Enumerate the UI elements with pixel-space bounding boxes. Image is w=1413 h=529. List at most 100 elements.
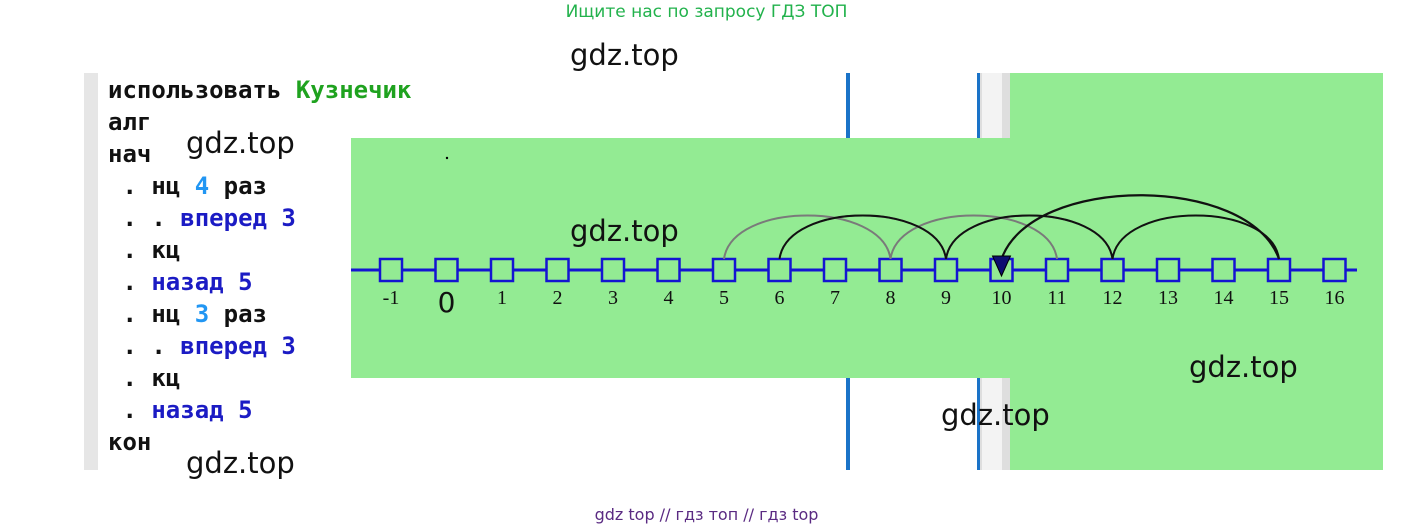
tick-label-6: 6 <box>775 287 785 309</box>
cell-5 <box>711 257 737 283</box>
keyword-loop: нц <box>151 300 181 328</box>
watermark-1: gdz.top <box>570 38 679 72</box>
tick-label-12: 12 <box>1103 287 1123 309</box>
tick-label-7: 7 <box>830 287 840 309</box>
cell--1 <box>378 257 404 283</box>
tick-label-0: 0 <box>438 286 456 319</box>
code-line-10: . кц <box>108 362 411 394</box>
code-line-4: . нц 4 раз <box>108 170 411 202</box>
tick-label-13: 13 <box>1158 287 1178 309</box>
editor-gutter <box>84 73 98 470</box>
cell-11 <box>1044 257 1070 283</box>
tick-label-14: 14 <box>1214 287 1234 309</box>
cell-0 <box>434 257 459 283</box>
code-line-7: . назад 5 <box>108 266 411 298</box>
tick-label-10: 10 <box>992 287 1012 309</box>
watermark-6: gdz.top <box>186 446 295 480</box>
stray-dot <box>445 156 449 160</box>
code-editor[interactable]: использовать Кузнечик алг нач . нц 4 раз… <box>108 74 411 458</box>
tick-label-11: 11 <box>1047 287 1066 309</box>
watermark-3: gdz.top <box>570 214 679 248</box>
command-back: назад <box>151 268 224 296</box>
cell-12 <box>1100 257 1125 283</box>
top-banner: Ищите нас по запросу ГДЗ ТОП <box>565 2 848 22</box>
indent-dot: . <box>122 396 137 424</box>
keyword-loop: нц <box>151 172 181 200</box>
jump-arc-first-0 <box>723 214 892 260</box>
tick-label-2: 2 <box>553 287 563 309</box>
keyword-use: использовать <box>108 76 282 104</box>
code-line-2: алг <box>108 106 411 138</box>
cell-16 <box>1322 257 1347 283</box>
code-line-6: . кц <box>108 234 411 266</box>
keyword-loop-end: кц <box>151 236 181 264</box>
keyword-times: раз <box>223 172 267 200</box>
tick-label-3: 3 <box>608 287 618 309</box>
bottom-banner: gdz top // гдз топ // гдз top <box>594 505 819 524</box>
jump-arc-first-3 <box>945 214 1114 260</box>
command-forward: вперед <box>180 332 267 360</box>
code-line-12: кон <box>108 426 411 458</box>
jump-arc-second-0 <box>778 214 947 260</box>
back-jump-arc <box>1000 194 1281 260</box>
watermark-2: gdz.top <box>186 126 295 160</box>
tick-label-4: 4 <box>664 287 674 309</box>
code-line-1: использовать Кузнечик <box>108 74 411 106</box>
tick-label--1: -1 <box>383 287 400 309</box>
watermark-4: gdz.top <box>1189 350 1298 384</box>
cell-6 <box>767 257 792 283</box>
command-back: назад <box>151 396 224 424</box>
tick-label-15: 15 <box>1269 287 1289 309</box>
indent-dot: . <box>122 364 137 392</box>
code-line-8: . нц 3 раз <box>108 298 411 330</box>
back-steps: 5 <box>238 268 253 296</box>
keyword-loop-end: кц <box>151 364 181 392</box>
cell-2 <box>545 257 570 283</box>
loop-count: 4 <box>194 172 210 200</box>
keyword-times: раз <box>223 300 267 328</box>
cell-8 <box>878 257 903 283</box>
module-name: Кузнечик <box>295 76 412 104</box>
cell-9 <box>933 257 959 283</box>
indent-dot: . <box>151 204 166 232</box>
cell-14 <box>1211 257 1236 283</box>
forward-steps: 3 <box>281 204 296 232</box>
tick-label-16: 16 <box>1325 287 1345 309</box>
jump-arc-second-1 <box>945 214 1114 260</box>
indent-dot: . <box>122 332 137 360</box>
keyword-alg: алг <box>108 108 152 136</box>
indent-dot: . <box>122 236 137 264</box>
number-line-panel <box>351 138 1383 378</box>
indent-dot: . <box>122 172 137 200</box>
tick-label-1: 1 <box>497 287 507 309</box>
grasshopper-marker <box>991 255 1012 278</box>
code-line-11: . назад 5 <box>108 394 411 426</box>
tick-label-9: 9 <box>941 287 951 309</box>
code-line-9: . . вперед 3 <box>108 330 411 362</box>
forward-steps: 3 <box>281 332 296 360</box>
loop-count: 3 <box>194 300 210 328</box>
keyword-end: кон <box>108 428 152 456</box>
indent-dot: . <box>122 300 137 328</box>
cell-13 <box>1155 257 1181 283</box>
tick-label-5: 5 <box>719 287 729 309</box>
indent-dot: . <box>122 204 137 232</box>
code-line-5: . . вперед 3 <box>108 202 411 234</box>
jump-arc-second-2 <box>1111 214 1280 260</box>
code-line-3: нач <box>108 138 411 170</box>
tick-label-8: 8 <box>886 287 896 309</box>
keyword-begin: нач <box>108 140 152 168</box>
cell-4 <box>656 257 681 283</box>
cell-7 <box>822 257 848 283</box>
indent-dot: . <box>151 332 166 360</box>
cell-3 <box>600 257 626 283</box>
cell-15 <box>1266 257 1292 283</box>
indent-dot: . <box>122 268 137 296</box>
back-steps: 5 <box>238 396 253 424</box>
jump-arc-first-2 <box>778 214 947 260</box>
watermark-5: gdz.top <box>941 398 1050 432</box>
jump-arc-first-1 <box>889 214 1058 260</box>
command-forward: вперед <box>180 204 267 232</box>
cell-1 <box>489 257 515 283</box>
